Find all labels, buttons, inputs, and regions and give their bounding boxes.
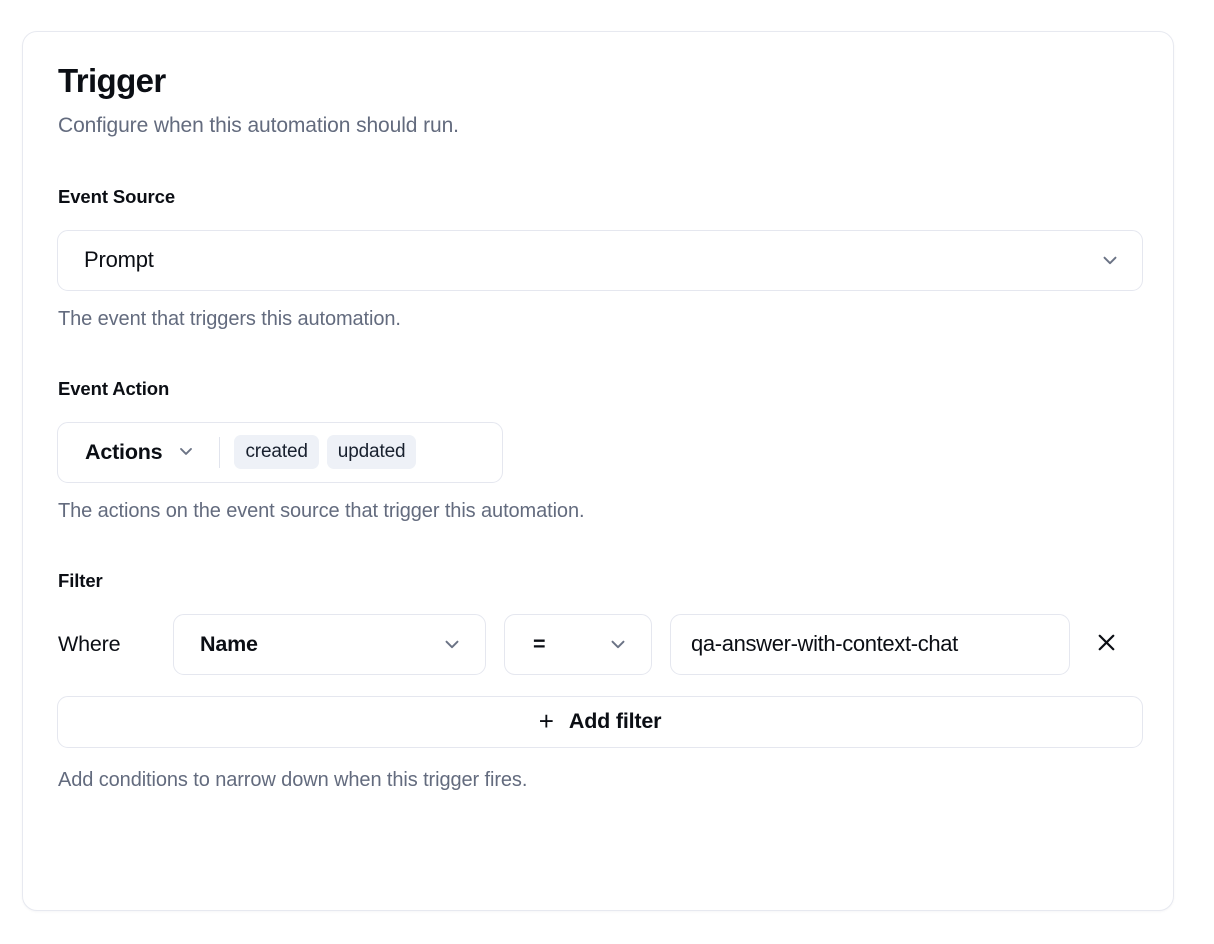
chevron-down-icon [607,633,629,655]
event-action-dropdown-trigger[interactable]: Actions [85,440,198,465]
event-source-select[interactable]: Prompt [57,229,1143,291]
event-source-helper-text: The event that triggers this automation. [58,307,401,330]
filter-field-value: Name [200,631,258,656]
trigger-card: Trigger Configure when this automation s… [22,31,1174,911]
event-source-section: Event Source Prompt The event that trigg… [57,185,1143,331]
event-action-helper-text: The actions on the event source that tri… [58,499,585,522]
event-source-selected-value: Prompt [84,247,154,273]
filter-where-label: Where [58,631,121,656]
event-action-section: Event Action Actions created updated [57,378,1139,523]
chevron-down-icon [176,441,198,463]
event-action-multiselect[interactable]: Actions created updated [57,421,503,483]
filter-label: Filter [58,569,103,591]
filter-value-text: qa-answer-with-context-chat [691,631,958,657]
add-filter-button[interactable]: + Add filter [57,695,1143,748]
page-title: Trigger [58,62,166,99]
multiselect-divider [219,436,221,468]
event-source-label: Event Source [58,185,176,207]
filter-helper-text: Add conditions to narrow down when this … [58,768,528,791]
filter-section: Filter Where Name = [57,569,1143,792]
close-icon [1094,630,1119,658]
remove-filter-button[interactable] [1084,622,1128,666]
add-filter-label: Add filter [568,709,662,734]
event-action-label: Event Action [58,377,170,399]
filter-operator-select[interactable]: = [504,613,652,675]
filter-row: Where Name = [58,613,1139,675]
chevron-down-icon [1099,249,1121,271]
event-action-trigger-label: Actions [85,439,163,464]
event-action-chip-list: created updated [234,435,417,470]
filter-field-select[interactable]: Name [173,613,486,675]
card-subtitle: Configure when this automation should ru… [58,113,459,137]
plus-icon: + [538,705,554,736]
filter-value-input[interactable]: qa-answer-with-context-chat [670,613,1070,675]
chevron-down-icon [441,633,463,655]
filter-operator-value: = [533,631,546,656]
event-action-chip-created[interactable]: created [234,435,319,470]
event-action-chip-updated[interactable]: updated [326,435,417,470]
